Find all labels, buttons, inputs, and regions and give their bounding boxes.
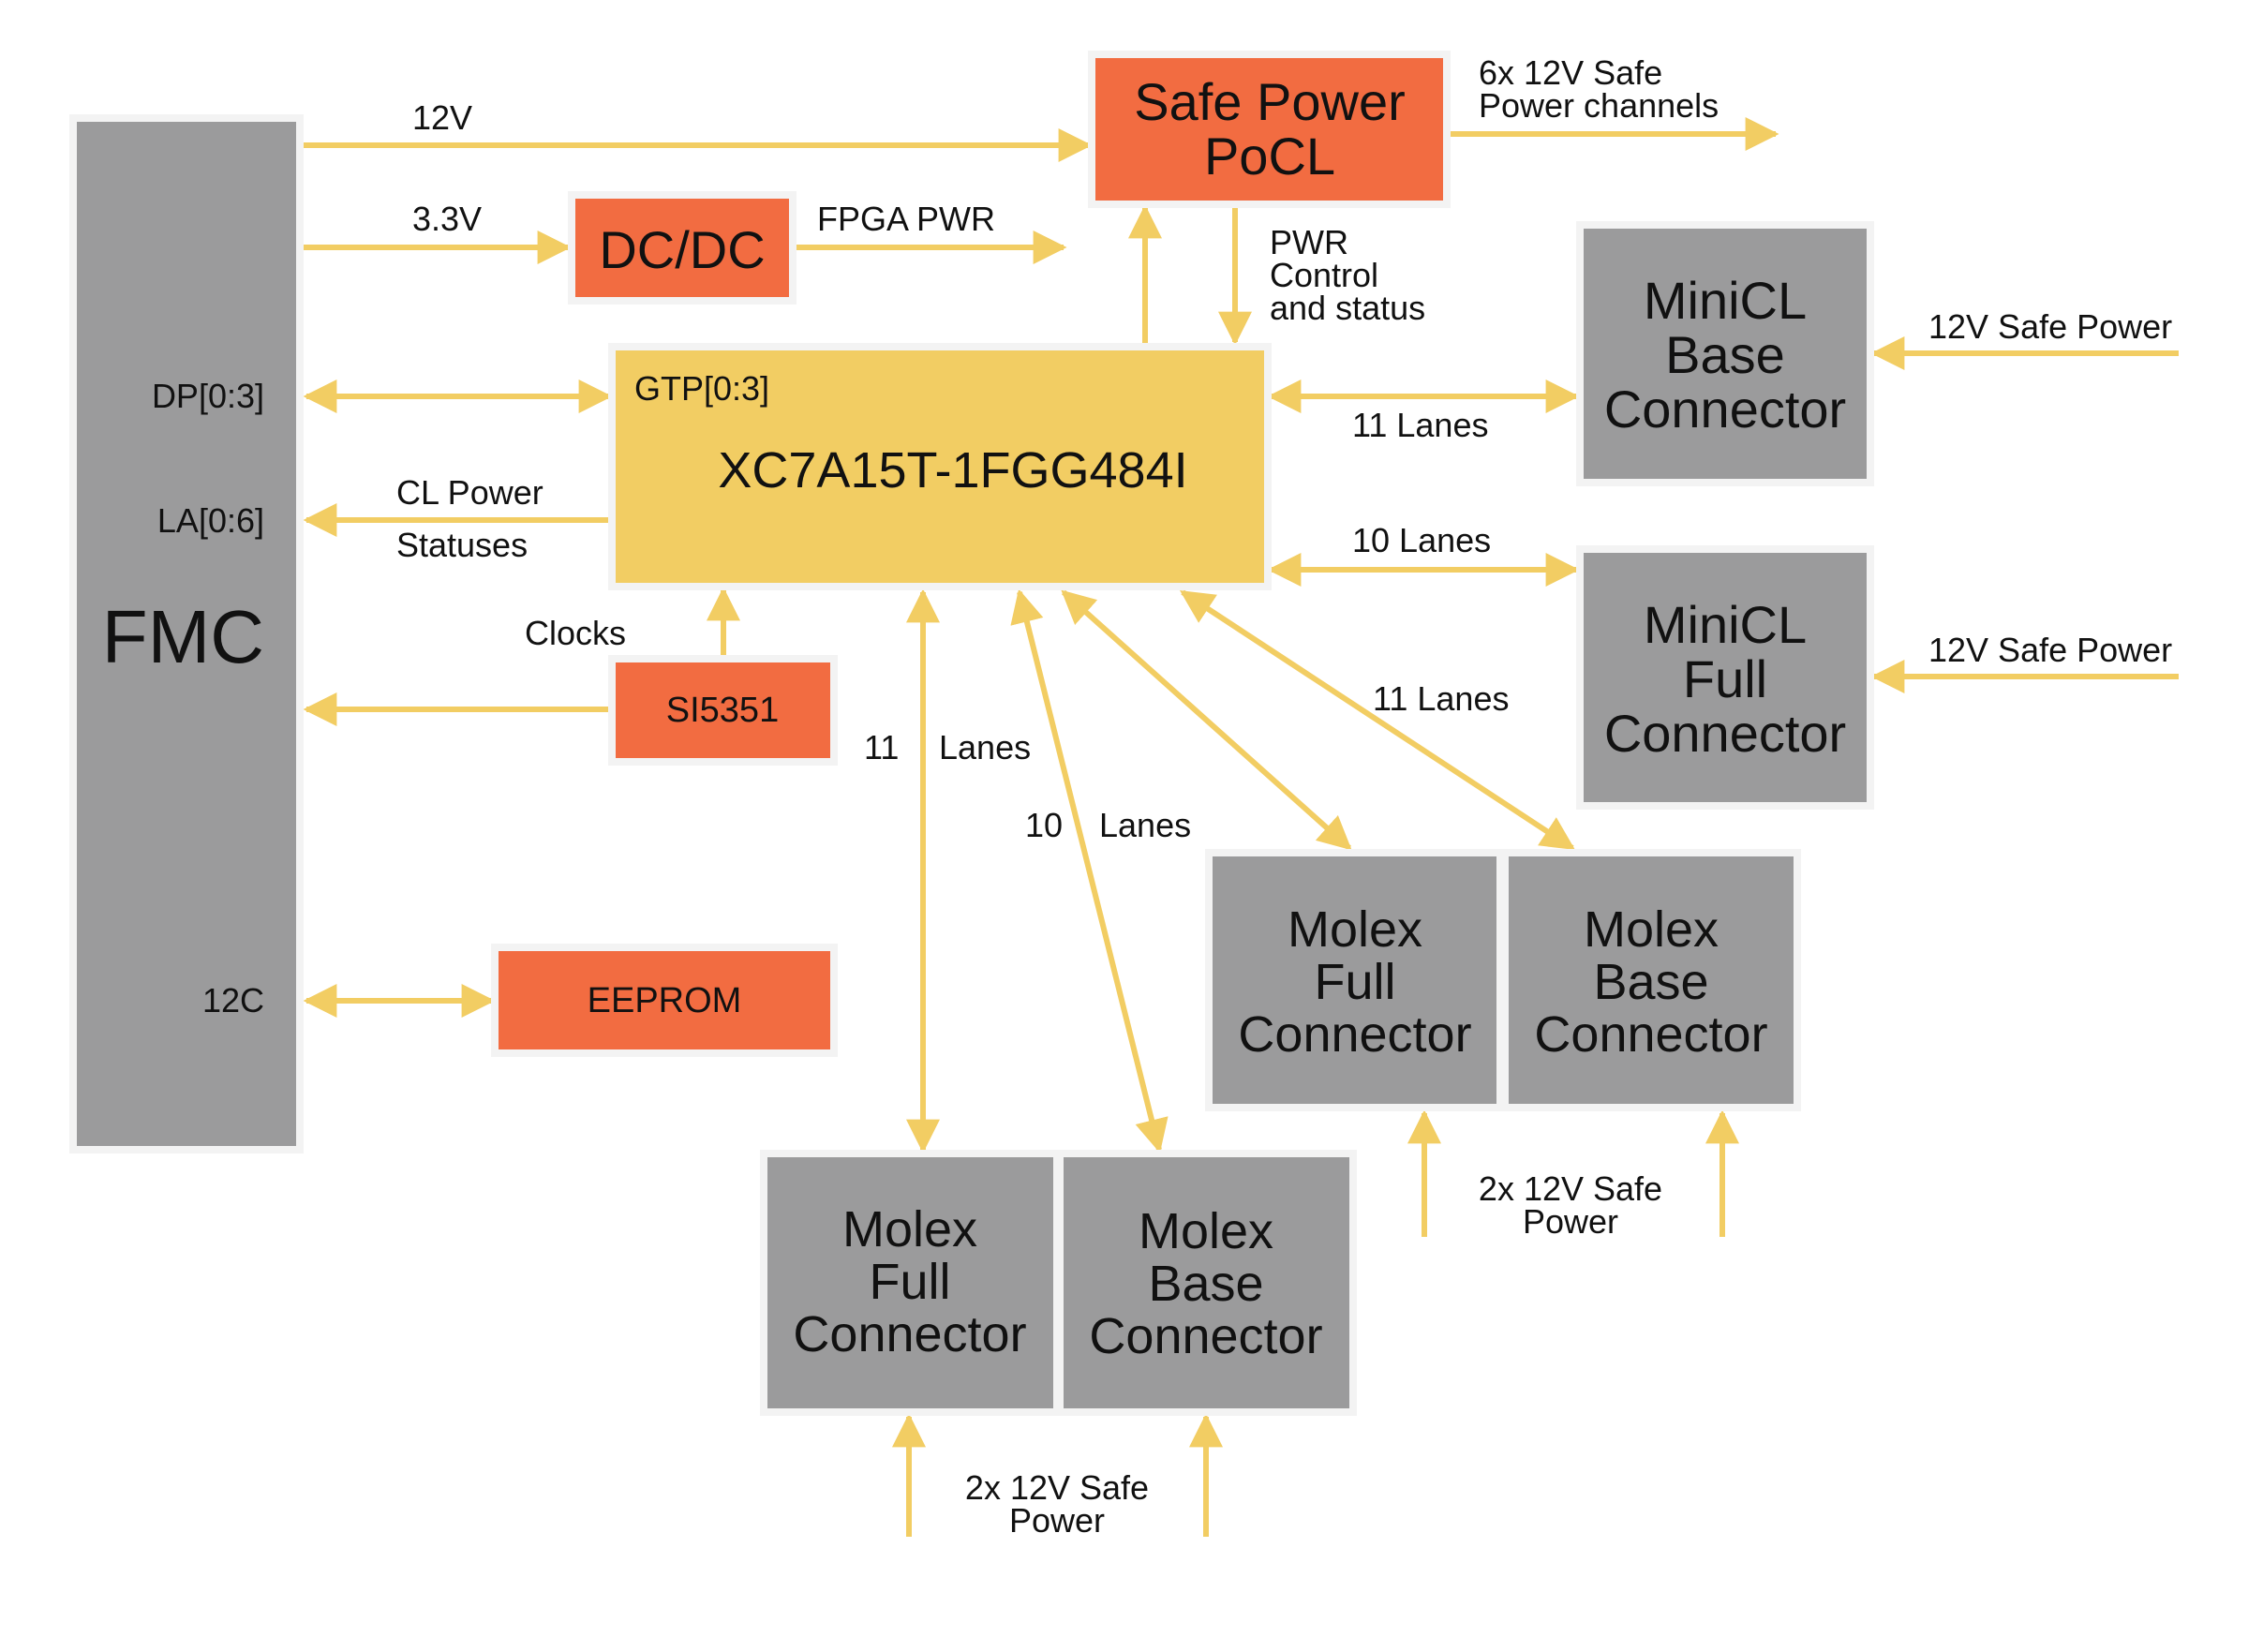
molex-full-right-line-1: Molex: [1288, 901, 1422, 958]
molex-base-bottom-line-2: Base: [1148, 1256, 1263, 1312]
wire-fpga-molex-base-bottom: [1010, 588, 1169, 1153]
molex-full-bottom-line-3: Connector: [793, 1306, 1026, 1362]
label-lanes-bottom-full-unit: Lanes: [939, 728, 1031, 766]
label-pwr-control-2: Control: [1270, 256, 1378, 294]
molex-full-right-line-3: Connector: [1238, 1006, 1471, 1063]
minicl-base-connector: MiniCL Base Connector: [1576, 221, 1874, 486]
minicl-base-line-3: Connector: [1604, 380, 1846, 439]
label-lanes-molex-right: 11 Lanes: [1373, 679, 1509, 718]
molex-base-right-line-1: Molex: [1584, 901, 1719, 958]
molex-base-connector-bottom: Molex Base Connector: [1056, 1150, 1357, 1416]
connections: [302, 117, 2179, 1537]
label-clocks: Clocks: [525, 614, 626, 652]
fmc-pin-i2c: 12C: [202, 981, 264, 1019]
safe-power-line-2: PoCL: [1204, 127, 1335, 186]
molex-full-connector-bottom: Molex Full Connector: [760, 1150, 1061, 1416]
minicl-full-connector: MiniCL Full Connector: [1576, 545, 1874, 810]
dcdc-block: DC/DC: [568, 191, 796, 305]
dcdc-label: DC/DC: [599, 220, 765, 279]
label-power-molex-right-2: Power: [1523, 1202, 1618, 1241]
label-safe-channels-1: 6x 12V Safe: [1479, 53, 1662, 92]
label-lanes-bottom-base-count: 10: [1025, 806, 1063, 844]
minicl-base-line-1: MiniCL: [1644, 271, 1807, 330]
minicl-full-line-2: Full: [1683, 649, 1767, 708]
fmc-label: FMC: [102, 595, 264, 678]
molex-base-right-line-2: Base: [1593, 954, 1708, 1010]
molex-base-connector-right: Molex Base Connector: [1501, 849, 1801, 1111]
label-power-minicl-full: 12V Safe Power: [1928, 631, 2172, 669]
fpga-part-label: XC7A15T-1FGG484I: [718, 442, 1187, 499]
label-lanes-minicl-full: 10 Lanes: [1352, 521, 1491, 559]
label-fpga-pwr: FPGA PWR: [817, 200, 995, 238]
label-cl-power-1: CL Power: [396, 473, 543, 512]
label-power-molex-bottom-1: 2x 12V Safe: [965, 1468, 1149, 1507]
molex-base-bottom-line-1: Molex: [1139, 1203, 1273, 1259]
label-power-molex-right-1: 2x 12V Safe: [1479, 1169, 1662, 1208]
molex-full-connector-right: Molex Full Connector: [1205, 849, 1504, 1111]
fmc-pin-la: LA[0:6]: [157, 501, 264, 540]
molex-full-right-line-2: Full: [1314, 954, 1395, 1010]
label-lanes-minicl-base: 11 Lanes: [1352, 406, 1488, 444]
fpga-block: GTP[0:3] XC7A15T-1FGG484I: [608, 343, 1272, 590]
label-3v3: 3.3V: [412, 200, 482, 238]
fpga-port-label: GTP[0:3]: [634, 369, 769, 408]
minicl-base-line-2: Base: [1665, 325, 1785, 384]
molex-base-right-line-3: Connector: [1534, 1006, 1767, 1063]
eeprom-block: EEPROM: [491, 944, 838, 1057]
si5351-block: SI5351: [608, 655, 838, 766]
label-lanes-bottom-base-unit: Lanes: [1099, 806, 1191, 844]
eeprom-label: EEPROM: [588, 981, 742, 1020]
safe-power-line-1: Safe Power: [1134, 72, 1406, 131]
label-lanes-bottom-full-count: 11: [864, 728, 899, 766]
label-pwr-control-3: and status: [1270, 289, 1425, 327]
minicl-full-line-1: MiniCL: [1644, 595, 1807, 654]
label-pwr-control-1: PWR: [1270, 223, 1348, 261]
minicl-full-line-3: Connector: [1604, 704, 1846, 763]
molex-full-bottom-line-2: Full: [869, 1254, 950, 1310]
label-cl-power-2: Statuses: [396, 526, 528, 564]
label-safe-channels-2: Power channels: [1479, 86, 1719, 125]
label-power-molex-bottom-2: Power: [1009, 1501, 1105, 1540]
connection-labels: 12V 3.3V FPGA PWR 6x 12V Safe Power chan…: [396, 53, 2172, 1540]
molex-base-bottom-line-3: Connector: [1089, 1308, 1322, 1364]
fmc-block: FMC DP[0:3] LA[0:6] 12C: [69, 114, 304, 1153]
safe-power-pocl-block: Safe Power PoCL: [1088, 51, 1451, 208]
molex-full-bottom-line-1: Molex: [842, 1201, 977, 1258]
wire-fpga-molex-base-right: [1179, 589, 1576, 851]
label-12v: 12V: [412, 98, 472, 137]
label-power-minicl-base: 12V Safe Power: [1928, 307, 2172, 346]
fmc-pin-dp: DP[0:3]: [152, 377, 264, 415]
si5351-label: SI5351: [666, 691, 779, 730]
